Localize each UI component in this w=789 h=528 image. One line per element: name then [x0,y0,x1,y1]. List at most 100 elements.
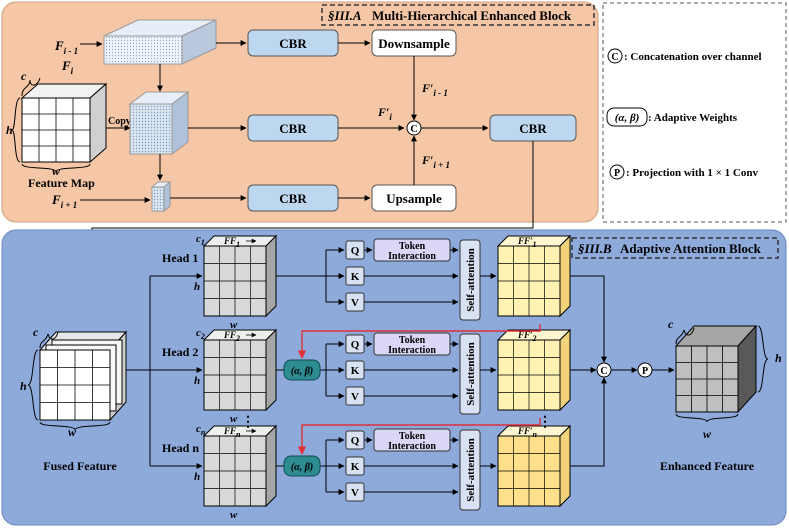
cbr-label-bottom: CBR [279,191,307,206]
panel-b-background [1,229,787,526]
token-label-2-2: Interaction [388,345,436,356]
token-label-1-2: Token [399,335,426,346]
output-cube-2 [496,328,572,412]
legend-weights-icon [606,107,648,127]
k-label-2: K [351,365,360,377]
head-label-2: Head 2 [162,345,198,359]
concat-symbol-b: C [600,366,607,377]
fused-dim-h: h [20,379,27,393]
head-ff-label-2: FF2 [223,330,240,343]
head-label-3: Head n [162,441,199,455]
head-cube-3-side [265,424,277,508]
enhanced-brace-h [757,325,769,393]
input-f-cur: Fi [61,58,74,76]
panel-b-title-box [571,237,779,259]
feature-block-next [150,180,172,213]
adaptive-weights-box-2 [283,359,321,381]
self-attention-box-1 [459,239,481,321]
panel-b-title-text: Adaptive Attention Block [620,241,762,256]
brace-c [21,77,41,97]
head-h-label-1: h [194,281,200,293]
head-ff-label-1: FF1 [223,236,240,249]
token-label-1-3: Token [399,431,426,442]
head-c-label-1: c1 [196,233,205,247]
head-c-label-2: c2 [196,327,205,341]
head-ff-label-3: FFn [223,426,241,439]
output-cube-2-side [559,328,571,412]
feature-map-label: Feature Map [28,176,95,190]
output-cube-3-side [559,424,571,508]
legend-concat-icon [607,48,623,64]
feature-block-prev [103,19,217,65]
head-w-label-2: w [230,413,238,425]
panel-a-title-box [321,4,595,26]
v-label-1: V [351,297,359,309]
self-attention-box-2 [459,333,481,415]
adaptive-weights-label-3: (α, β) [291,462,313,473]
legend-proj-symbol: P [614,168,620,179]
fused-dim-w: w [68,425,77,439]
f-prime-prev: F′i - 1 [421,81,448,98]
output-ff-label-1: FF′1 [517,236,537,249]
panel-a-title-text: Multi-Hierarchical Enhanced Block [372,8,572,23]
q-label-3: Q [351,435,360,447]
head-cube-2-side [265,328,277,412]
fused-feature-cube [38,330,128,422]
downsample-label: Downsample [378,36,450,51]
q-label-1: Q [351,245,360,257]
panel-b-title-section: §III.B [578,241,612,256]
enhanced-dim-c: c [668,317,674,331]
head-h-label-3: h [194,471,200,483]
enhanced-brace-c [675,327,695,345]
brace-h [11,97,21,163]
feature-dim-c: c [21,69,27,83]
output-cube-1 [496,234,572,318]
head-cube-2 [202,328,278,412]
output-ff-label-2: FF′2 [517,330,537,343]
ellipsis-heads: ⋮ [241,415,255,430]
head-w-label-1: w [230,319,238,331]
cbr-label-mid: CBR [279,121,307,136]
v-label-2: V [351,391,359,403]
fused-brace-w [39,421,111,431]
input-f-next: Fi + 1 [51,192,77,210]
k-label-1: K [351,271,360,283]
v-label-3: V [351,487,359,499]
head-w-label-3: w [230,509,238,521]
enhanced-dim-w: w [703,427,712,441]
panel-a-title-section: §III.A [328,8,362,23]
head-h-label-2: h [194,375,200,387]
self-attention-box-3 [459,429,481,511]
fused-feature-label: Fused Feature [43,459,117,473]
output-ff-label-3: FF′n [517,426,538,439]
fused-dim-c: c [33,325,39,339]
panel-adaptive-attention: §III.B Adaptive Attention Block c h w Fu… [1,229,787,526]
head-label-1: Head 1 [162,251,198,265]
q-label-2: Q [351,339,360,351]
ellipsis-outputs: ⋮ [538,415,552,430]
enhanced-brace-w [675,413,739,423]
cbr-label-final: CBR [519,121,547,136]
head-cube-1 [202,234,278,318]
adaptive-weights-label-2: (α, β) [291,366,313,377]
legend-proj-text: : Projection with 1 × 1 Conv [626,167,758,179]
token-label-2-1: Interaction [388,251,436,262]
panel-multi-hierarchical: §III.A Multi-Hierarchical Enhanced Block… [1,1,599,223]
fused-brace-c [39,331,59,349]
output-cube-1-side [559,234,571,318]
f-prime-cur: F′i [377,105,392,122]
output-cube-3 [496,424,572,508]
copy-label: Copy [108,116,131,127]
token-label-2-3: Interaction [388,441,436,452]
cbr-label-top: CBR [279,36,307,51]
feature-map-cube [20,82,108,164]
upsample-label: Upsample [386,191,442,206]
input-f-prev: Fi - 1 [54,38,78,56]
self-attention-label-3: Self-attention [465,438,477,502]
brace-w [21,163,91,173]
f-prime-next: F′i + 1 [421,153,450,170]
legend: C : Concatenation over channel (α, β) : … [602,2,787,223]
self-attention-label-2: Self-attention [465,342,477,406]
head-cube-3 [202,424,278,508]
